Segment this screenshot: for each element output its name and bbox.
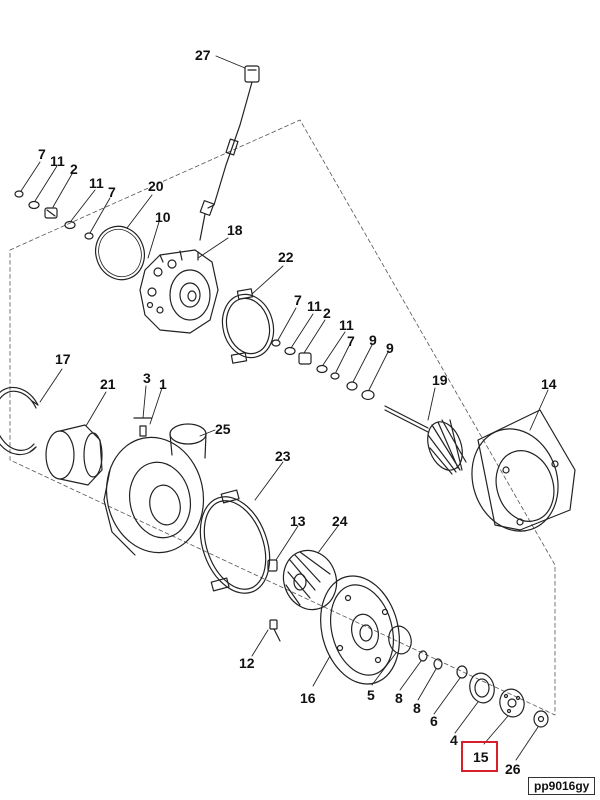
highlight-box-15: 15 (461, 741, 498, 772)
retaining-ring-17 (0, 386, 39, 456)
callout-1[interactable]: 1 (159, 376, 167, 392)
callout-15[interactable]: 15 (473, 749, 489, 765)
callout-19[interactable]: 19 (432, 372, 448, 388)
callout-7[interactable]: 7 (347, 333, 355, 349)
callout-2[interactable]: 2 (70, 161, 78, 177)
turbine-housing-14 (471, 409, 576, 532)
callout-7[interactable]: 7 (294, 292, 302, 308)
screw-12 (269, 619, 281, 642)
thrust-bearing-15 (499, 688, 525, 718)
callout-22[interactable]: 22 (278, 249, 294, 265)
compressor-wheel-24 (282, 549, 338, 611)
callout-9[interactable]: 9 (386, 340, 394, 356)
small-parts-upper (14, 190, 94, 240)
callout-20[interactable]: 20 (148, 178, 164, 194)
clamp-23 (199, 489, 271, 594)
collar-26 (533, 710, 549, 728)
callout-26[interactable]: 26 (505, 761, 521, 777)
callout-11[interactable]: 11 (339, 317, 354, 333)
turbine-shaft-19 (384, 405, 467, 475)
callout-3[interactable]: 3 (143, 370, 151, 386)
callout-24[interactable]: 24 (332, 513, 348, 529)
ring-8a (418, 650, 428, 662)
callout-9[interactable]: 9 (369, 332, 377, 348)
insert-21 (45, 424, 103, 486)
callout-17[interactable]: 17 (55, 351, 71, 367)
clamp-22 (221, 288, 275, 364)
reference-code: pp9016gy (528, 777, 596, 795)
small-parts-middle (271, 339, 375, 401)
sensor-27 (199, 65, 260, 241)
callout-14[interactable]: 14 (541, 376, 557, 392)
backplate-16 (320, 575, 400, 685)
center-housing-18 (139, 249, 219, 334)
callout-13[interactable]: 13 (290, 513, 306, 529)
compressor-housing-25 (103, 423, 207, 556)
callout-12[interactable]: 12 (239, 655, 255, 671)
callout-11[interactable]: 11 (50, 153, 65, 169)
bolt-1 (133, 417, 153, 437)
callout-5[interactable]: 5 (367, 687, 375, 703)
callout-6[interactable]: 6 (430, 713, 438, 729)
callout-2[interactable]: 2 (323, 305, 331, 321)
oring-20 (95, 225, 145, 281)
seal-4 (469, 672, 495, 704)
callout-21[interactable]: 21 (100, 376, 116, 392)
callout-11[interactable]: 11 (307, 298, 322, 314)
callout-18[interactable]: 18 (227, 222, 243, 238)
nut-13 (267, 559, 278, 572)
callout-4[interactable]: 4 (450, 732, 458, 748)
callout-16[interactable]: 16 (300, 690, 316, 706)
washer-6 (456, 665, 468, 679)
ring-8b (433, 658, 443, 670)
leader-lines (20, 55, 549, 761)
callout-25[interactable]: 25 (215, 421, 231, 437)
callout-8[interactable]: 8 (395, 690, 403, 706)
callout-27[interactable]: 27 (195, 47, 211, 63)
assembly-boundary (9, 119, 556, 716)
callout-7[interactable]: 7 (38, 146, 46, 162)
callout-11[interactable]: 11 (89, 175, 104, 191)
callout-8[interactable]: 8 (413, 700, 421, 716)
oring-5 (388, 625, 412, 655)
callout-7[interactable]: 7 (108, 184, 116, 200)
callout-23[interactable]: 23 (275, 448, 291, 464)
callout-10[interactable]: 10 (155, 209, 171, 225)
